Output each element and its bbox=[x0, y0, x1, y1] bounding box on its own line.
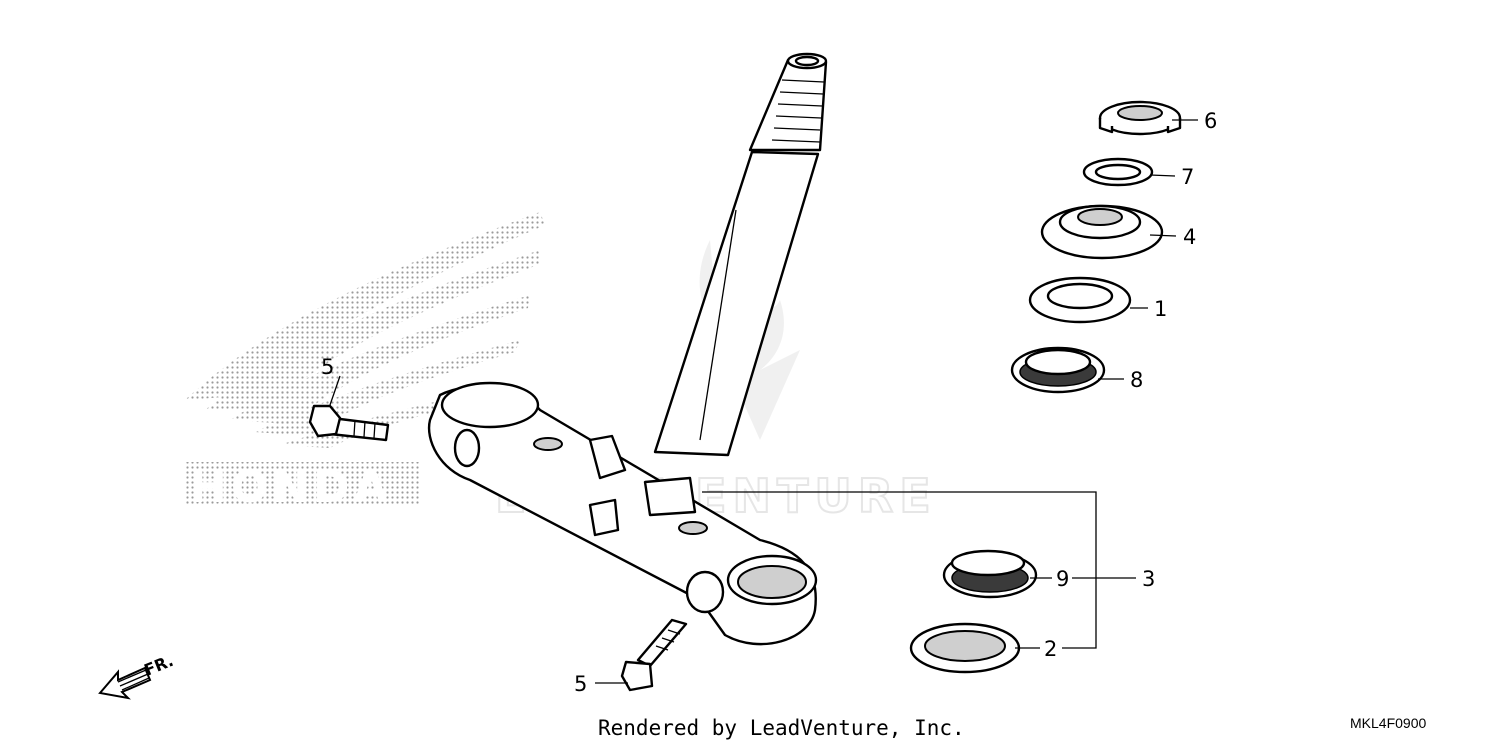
honda-watermark-text: HONDA bbox=[190, 462, 392, 513]
drawing-code: MKL4F0900 bbox=[1350, 715, 1427, 731]
lower-race bbox=[909, 622, 1021, 674]
upper-bearing bbox=[1010, 346, 1106, 394]
lower-bearing bbox=[942, 549, 1038, 599]
lock-washer bbox=[1082, 157, 1154, 187]
callout-upper-bearing: 8 bbox=[1130, 368, 1143, 392]
callout-dust-seal: 1 bbox=[1154, 297, 1167, 321]
bolt-upper bbox=[308, 404, 390, 442]
front-direction-arrow-icon bbox=[98, 666, 152, 700]
callout-lock-nut: 6 bbox=[1204, 109, 1217, 133]
callout-adjust-nut: 4 bbox=[1183, 225, 1196, 249]
callout-lower-race: 2 bbox=[1044, 637, 1057, 661]
lock-nut bbox=[1098, 100, 1182, 136]
render-credit: Rendered by LeadVenture, Inc. bbox=[598, 716, 965, 740]
bolt-lower bbox=[620, 618, 688, 692]
front-direction-label: FR. bbox=[141, 651, 176, 680]
lower-bracket bbox=[427, 381, 818, 646]
leader-lines bbox=[329, 119, 1198, 684]
callout-bolt-lower: 5 bbox=[574, 672, 587, 696]
callout-stem-bearing-set: 3 bbox=[1142, 567, 1155, 591]
callout-lower-bearing: 9 bbox=[1056, 567, 1069, 591]
dust-seal bbox=[1028, 276, 1132, 324]
steering-stem bbox=[653, 52, 828, 457]
callout-lock-washer: 7 bbox=[1181, 165, 1194, 189]
adjust-nut bbox=[1040, 204, 1164, 260]
callout-bolt-upper: 5 bbox=[321, 355, 334, 379]
